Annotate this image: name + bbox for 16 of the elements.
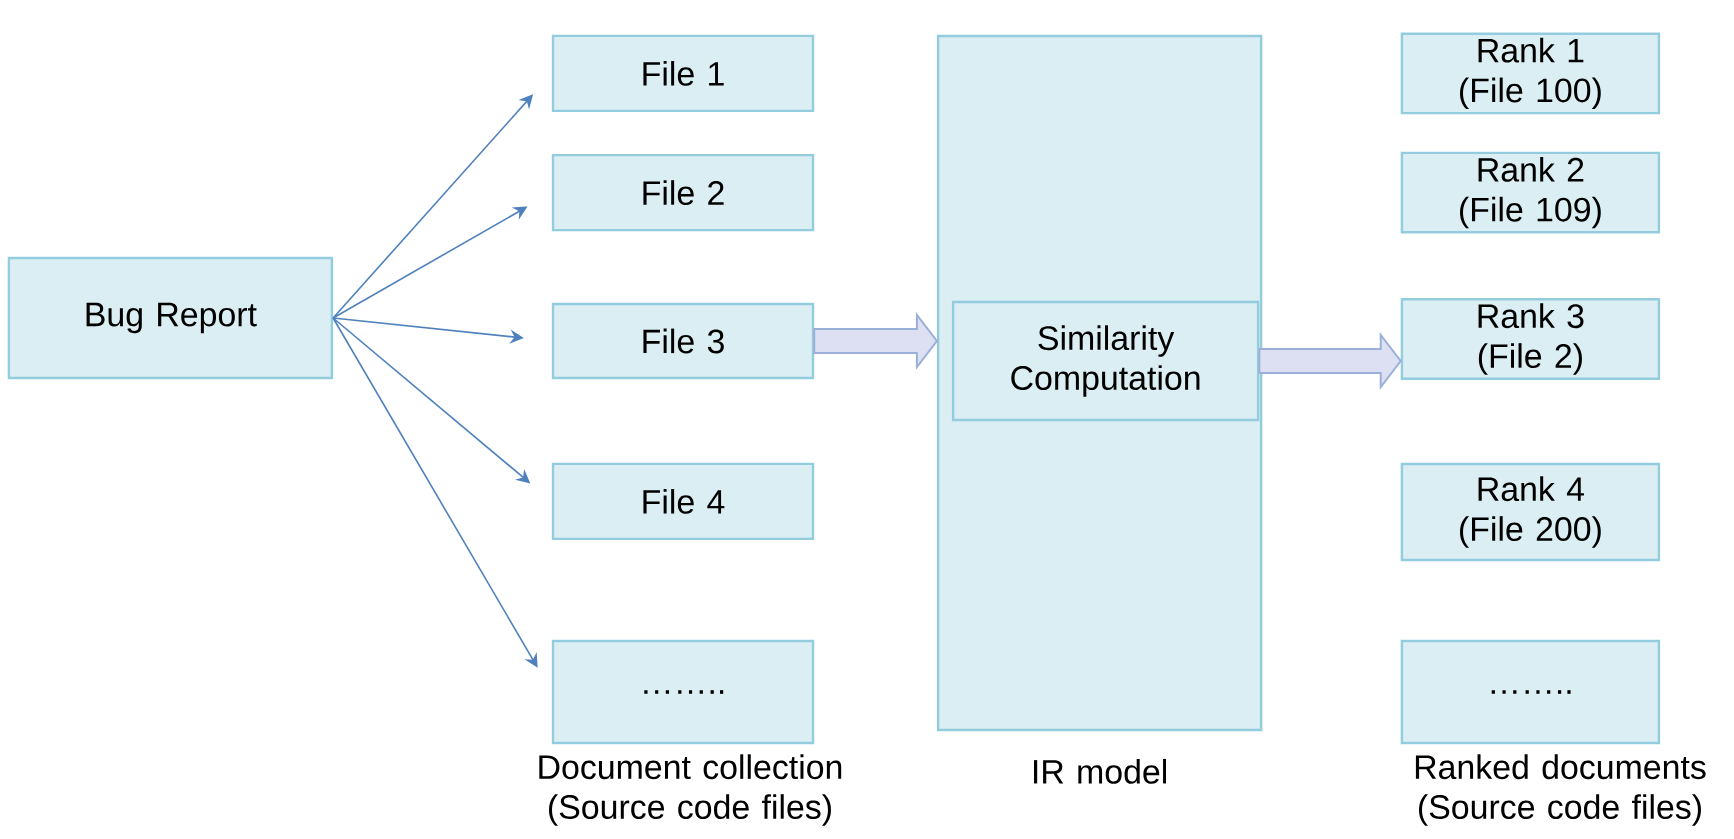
block-arrow: [1258, 332, 1402, 390]
process-box: File 2: [551, 153, 815, 232]
node-label: IR model: [1034, 758, 1167, 784]
process-box: File 1: [551, 34, 815, 113]
process-box: Rank 3 (File 2): [1400, 298, 1661, 380]
arrow: [332, 317, 538, 668]
process-box: ……..: [1400, 639, 1661, 745]
process-box: Rank 2 (File 109): [1400, 151, 1661, 234]
process-box: Similarity Computation: [951, 300, 1260, 422]
process-box: Rank 4 (File 200): [1400, 462, 1661, 562]
process-box: ……..: [551, 639, 815, 745]
process-box: File 3: [551, 302, 815, 380]
process-box: File 4: [551, 462, 815, 541]
process-box: Rank 1 (File 100): [1400, 32, 1661, 115]
process-box: Bug Report: [7, 256, 334, 380]
block-arrow: [813, 312, 939, 370]
